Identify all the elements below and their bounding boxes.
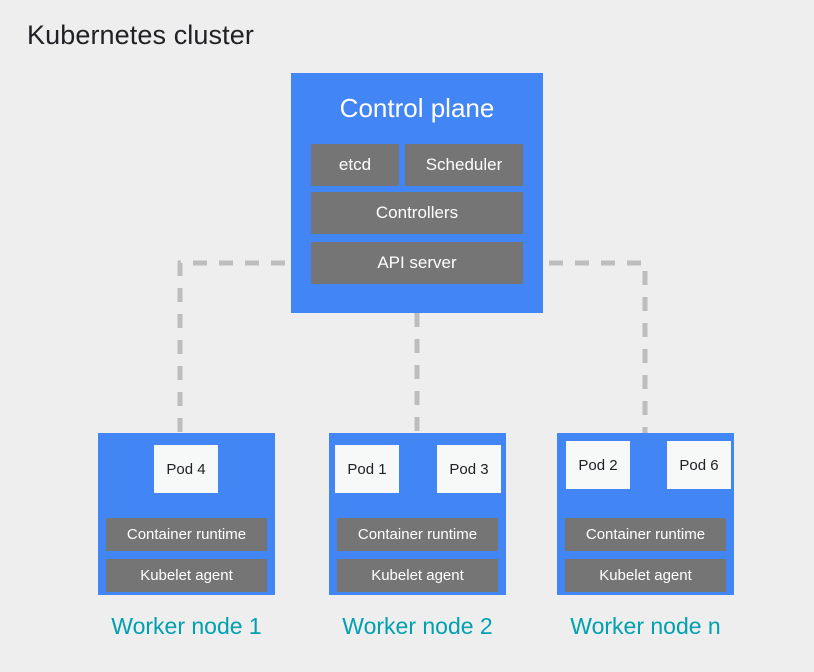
worker-node-1-box[interactable]: Pod 4 Container runtime Kubelet agent [98, 433, 275, 595]
pod-box[interactable]: Pod 6 [667, 441, 731, 489]
pod-box[interactable]: Pod 4 [154, 445, 218, 493]
control-plane-title: Control plane [339, 93, 495, 123]
pod-box[interactable]: Pod 1 [335, 445, 399, 493]
worker-node-1-label: Worker node 1 [111, 613, 262, 639]
pod-box[interactable]: Pod 2 [566, 441, 630, 489]
kubelet-agent-bar[interactable]: Kubelet agent [337, 559, 498, 592]
control-plane-component-controllers[interactable]: Controllers [311, 192, 523, 234]
kubelet-agent-bar[interactable]: Kubelet agent [106, 559, 267, 592]
container-runtime-bar[interactable]: Container runtime [337, 518, 498, 551]
control-plane-box[interactable]: Control plane etcd Scheduler Controllers… [291, 73, 543, 313]
control-plane-component-api-server[interactable]: API server [311, 242, 523, 284]
worker-node-n-label: Worker node n [570, 613, 721, 639]
container-runtime-bar[interactable]: Container runtime [106, 518, 267, 551]
control-plane-component-etcd[interactable]: etcd [311, 144, 399, 186]
control-plane-component-scheduler[interactable]: Scheduler [405, 144, 523, 186]
worker-node-2-box[interactable]: Pod 1 Pod 3 Container runtime Kubelet ag… [329, 433, 506, 595]
worker-node-n-box[interactable]: Pod 2 Pod 6 Container runtime Kubelet ag… [557, 433, 734, 595]
worker-node-2-label: Worker node 2 [342, 613, 493, 639]
page-title: Kubernetes cluster [27, 20, 254, 50]
pod-box[interactable]: Pod 3 [437, 445, 501, 493]
container-runtime-bar[interactable]: Container runtime [565, 518, 726, 551]
kubelet-agent-bar[interactable]: Kubelet agent [565, 559, 726, 592]
